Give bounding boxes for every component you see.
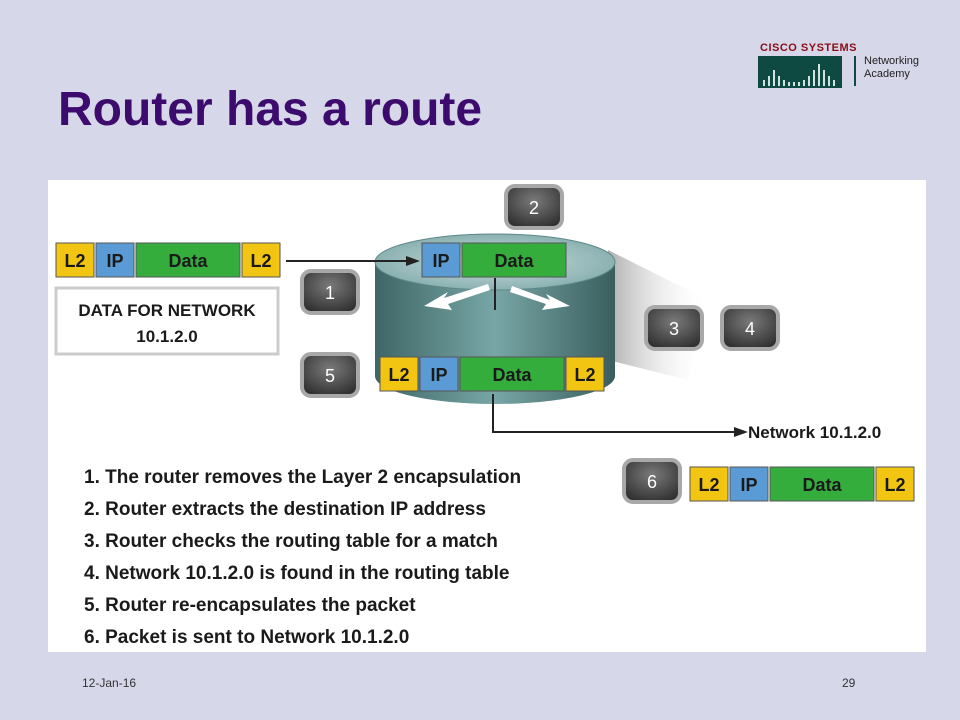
step-item: 1. The router removes the Layer 2 encaps… (84, 467, 522, 488)
packet-reenc-ip: IP (430, 365, 447, 385)
packet-outgoing-data: Data (802, 475, 842, 495)
packet-incoming-l2-back: L2 (250, 251, 271, 271)
logo-line-2: Academy (864, 68, 910, 80)
logo-brand: Cisco Systems (760, 42, 857, 54)
packet-outgoing-l2-back: L2 (884, 475, 905, 495)
step-button-3-label: 3 (669, 319, 679, 339)
packet-outgoing (689, 466, 915, 502)
callout-line-2: 10.1.2.0 (136, 327, 197, 346)
step-button-4: 4 (720, 305, 780, 351)
step-button-3: 3 (644, 305, 704, 351)
packet-reenc-data: Data (492, 365, 532, 385)
slide-date: 12-Jan-16 (82, 676, 137, 690)
packet-reenc-l2-front: L2 (388, 365, 409, 385)
step-item: 6. Packet is sent to Network 10.1.2.0 (84, 627, 410, 648)
diagram-panel: DATA FOR NETWORK 10.1.2.0 Network 10.1.2… (48, 180, 926, 652)
packet-incoming (55, 242, 281, 278)
step-item: 2. Router extracts the destination IP ad… (84, 499, 486, 520)
packet-reenc-l2-back: L2 (574, 365, 595, 385)
step-button-4-label: 4 (745, 319, 755, 339)
logo-bars-icon (758, 56, 842, 88)
steps-list: 1. The router removes the Layer 2 encaps… (84, 462, 521, 652)
packet-incoming-data: Data (168, 251, 208, 271)
packet-outgoing-l2-front: L2 (698, 475, 719, 495)
packet-incoming-ip: IP (106, 251, 123, 271)
step-button-2-label: 2 (529, 198, 539, 218)
step-button-1-label: 1 (325, 283, 335, 303)
packet-outgoing-ip: IP (740, 475, 757, 495)
step-button-6-label: 6 (647, 472, 657, 492)
packet-stripped-data: Data (494, 251, 534, 271)
step-button-5-label: 5 (325, 366, 335, 386)
logo-separator (854, 56, 856, 86)
routing-diagram: DATA FOR NETWORK 10.1.2.0 Network 10.1.2… (54, 184, 915, 504)
step-button-6: 6 (622, 458, 682, 504)
packet-stripped-ip: IP (432, 251, 449, 271)
cisco-networking-academy-logo: Cisco Systems Networking Academy (758, 42, 938, 90)
slide-page-number: 29 (842, 676, 856, 690)
step-item: 3. Router checks the routing table for a… (84, 531, 498, 552)
slide-title: Router has a route (58, 83, 483, 136)
step-button-5: 5 (300, 352, 360, 398)
callout-line-1: DATA FOR NETWORK (78, 301, 256, 320)
logo-line-1: Networking (864, 55, 920, 67)
step-button-2: 2 (504, 184, 564, 230)
packet-incoming-l2-front: L2 (64, 251, 85, 271)
logo-academy-text: Networking Academy (864, 55, 919, 81)
packet-reencapsulated (379, 356, 605, 392)
step-button-1: 1 (300, 269, 360, 315)
step-item: 4. Network 10.1.2.0 is found in the rout… (84, 563, 510, 584)
packet-stripped (421, 242, 567, 278)
callout-box (54, 286, 280, 356)
destination-label: Network 10.1.2.0 (748, 423, 881, 442)
step-item: 5. Router re-encapsulates the packet (84, 595, 416, 616)
